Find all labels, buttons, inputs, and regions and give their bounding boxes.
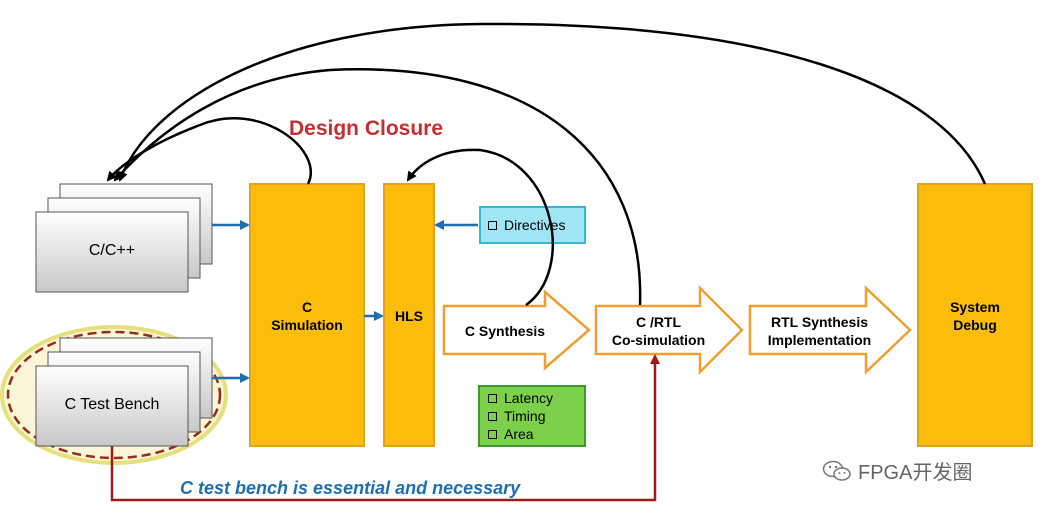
- synthesis-feedback-curve: [406, 148, 555, 307]
- directives-label: Directives: [504, 217, 566, 233]
- csim-feedback-curve: [106, 117, 312, 185]
- report-label: Latency: [504, 390, 554, 406]
- cosim-feedback-curve: [113, 68, 642, 306]
- c-synthesis-arrow: [442, 289, 591, 371]
- rtl-synthesis-line2: Implementation: [767, 332, 872, 348]
- rtl-synthesis-line1: RTL Synthesis: [771, 314, 868, 330]
- cosim-line2: Co-simulation: [611, 332, 706, 348]
- wechat-icon: [822, 460, 851, 481]
- system-debug-label: System Debug: [918, 298, 1032, 334]
- directives-item: Directives: [488, 216, 565, 234]
- watermark: FPGA开发圈: [822, 456, 972, 485]
- hls-label: HLS: [395, 308, 423, 324]
- watermark-text: FPGA开发圈: [858, 462, 973, 484]
- report-item-latency: Latency: [488, 389, 553, 407]
- source-stack-label: C/C++: [88, 242, 136, 259]
- diagram-title: Design Closure: [289, 117, 444, 140]
- system-debug-box: [917, 183, 1033, 447]
- checkbox-square-icon: [488, 429, 497, 439]
- report-label: Area: [504, 426, 534, 442]
- c-synthesis-label: C Synthesis: [464, 323, 546, 339]
- c-simulation-label: C Simulation: [250, 298, 364, 334]
- testbench-stack-label: C Test Bench: [64, 396, 160, 413]
- testbench-stack: [35, 337, 213, 447]
- source-stack: [35, 183, 213, 293]
- checkbox-square-icon: [488, 393, 497, 403]
- testbench-reuse-path: [110, 354, 660, 502]
- rtl-synthesis-label: RTL Synthesis Implementation: [752, 313, 887, 349]
- c-simulation-line1: C: [301, 299, 313, 315]
- directives-list: Directives: [488, 216, 565, 234]
- cosim-label: C /RTL Co-simulation: [596, 313, 721, 349]
- cosim-line1: C /RTL: [635, 314, 682, 330]
- checkbox-square-icon: [488, 220, 497, 230]
- report-item-area: Area: [488, 425, 553, 443]
- c-simulation-line2: Simulation: [271, 317, 343, 333]
- checkbox-square-icon: [488, 411, 497, 421]
- report-item-timing: Timing: [488, 407, 553, 425]
- rtl-synthesis-arrow: [748, 285, 912, 375]
- report-label: Timing: [504, 408, 546, 424]
- cosim-arrow: [594, 284, 744, 376]
- system-debug-line1: System: [950, 299, 1000, 315]
- hls-box: [383, 183, 435, 447]
- testbench-note: C test bench is essential and necessary: [180, 478, 521, 498]
- system-debug-line2: Debug: [953, 317, 997, 333]
- reports-list: Latency Timing Area: [488, 389, 553, 443]
- directives-box: [479, 206, 586, 244]
- debug-feedback-curve: [118, 22, 987, 185]
